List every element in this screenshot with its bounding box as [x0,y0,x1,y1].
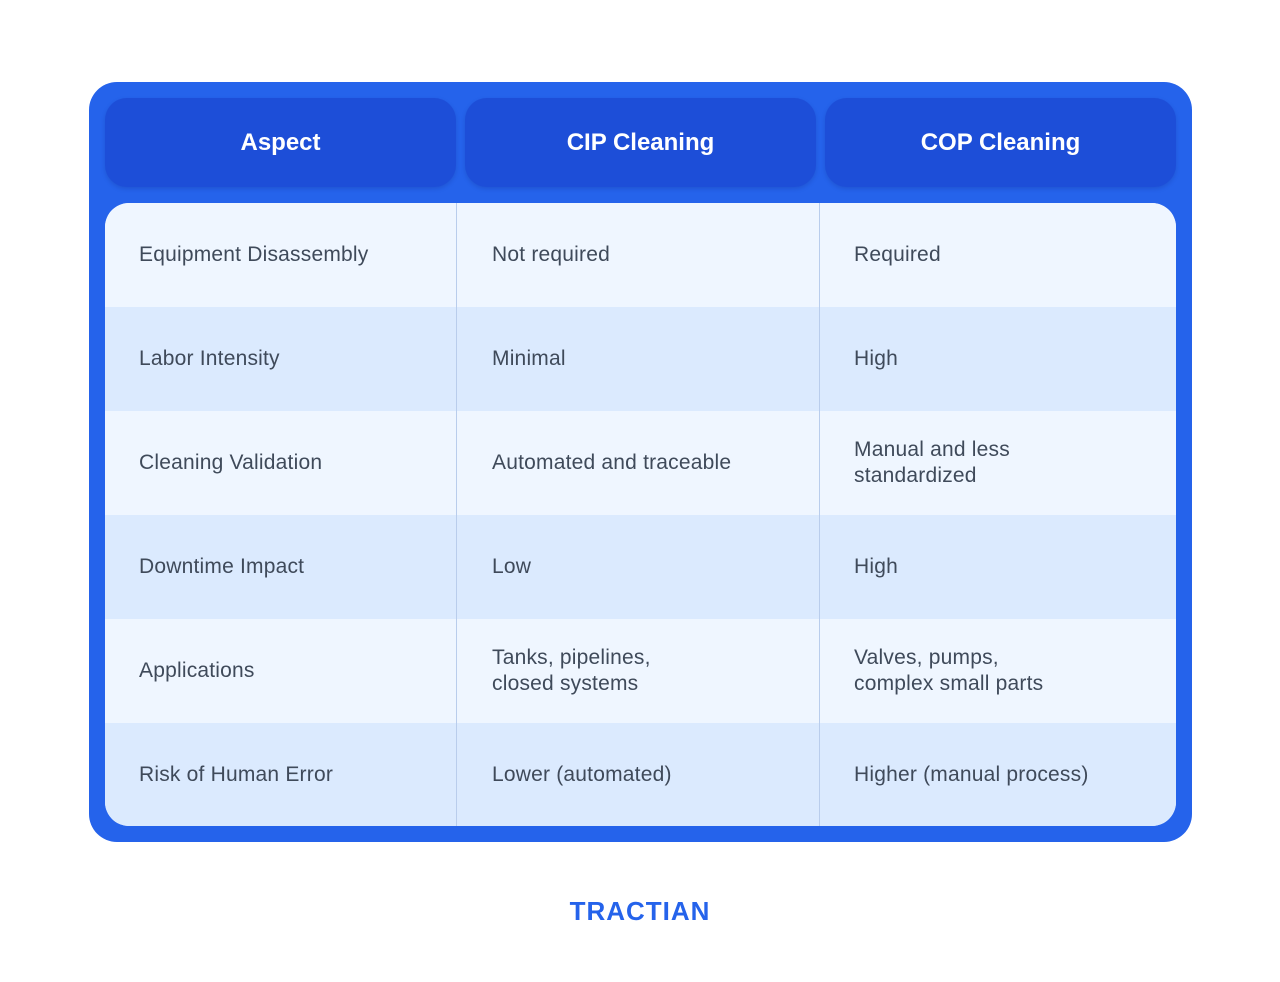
table-row: Risk of Human Error Lower (automated) Hi… [105,723,1176,826]
cop-cell: Valves, pumps, complex small parts [820,619,1176,723]
aspect-cell: Downtime Impact [139,555,305,578]
cell-line: standardized [854,464,977,487]
cip-cell: Minimal [492,347,566,370]
aspect-cell: Applications [139,659,255,682]
cip-cell: Tanks, pipelines, closed systems [457,619,820,723]
cip-cell: Automated and traceable [492,451,732,474]
aspect-cell: Risk of Human Error [139,762,334,786]
cop-cell: Higher (manual process) [854,762,1089,786]
header-aspect: Aspect [105,98,456,187]
table-row: Applications Tanks, pipelines, closed sys… [105,619,1176,723]
header-cop-cleaning: COP Cleaning [825,98,1176,187]
tractian-logo: TRACTIAN [569,896,711,926]
column-divider [456,203,457,826]
table-row: Downtime Impact Low High [105,515,1176,619]
cip-cell: Not required [492,243,610,266]
header-cip-cleaning: CIP Cleaning [465,98,816,187]
comparison-table: Aspect CIP Cleaning COP Cleaning Equipme… [89,82,1192,842]
column-divider [819,203,820,826]
aspect-cell: Cleaning Validation [139,451,323,474]
cop-cell: Required [854,243,941,266]
table-row: Labor Intensity Minimal High [105,307,1176,411]
cip-cell: Low [492,555,532,578]
cell-line: Manual and less [854,438,1010,461]
aspect-cell: Equipment Disassembly [139,243,369,266]
cell-line: Tanks, pipelines, [492,646,651,669]
cell-line: complex small parts [854,672,1044,695]
table-row: Cleaning Validation Automated and tracea… [105,411,1176,515]
table-row: Equipment Disassembly Not required Requi… [105,203,1176,307]
cop-cell: High [854,347,898,370]
cell-line: Valves, pumps, [854,646,999,669]
cell-line: closed systems [492,672,639,695]
cop-cell: High [854,555,898,578]
table-body: Equipment Disassembly Not required Requi… [105,203,1176,826]
aspect-cell: Labor Intensity [139,347,280,370]
cip-cell: Lower (automated) [492,762,672,786]
cop-cell: Manual and less standardized [820,411,1176,515]
